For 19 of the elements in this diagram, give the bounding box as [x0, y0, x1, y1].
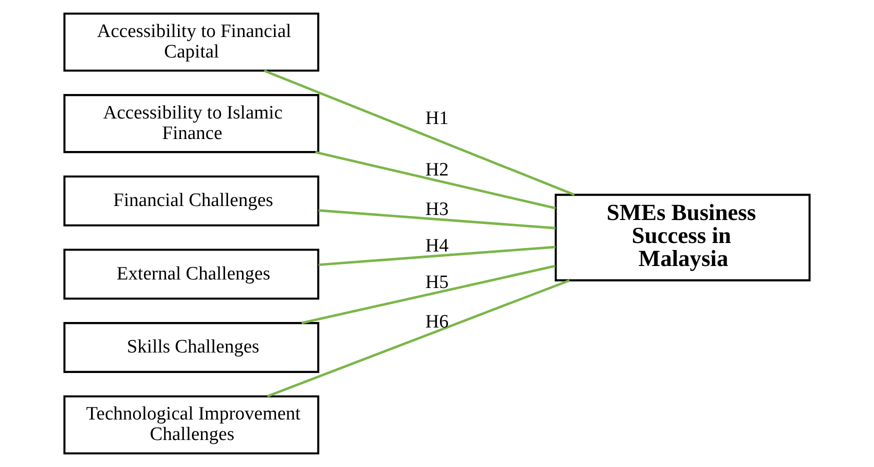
node-box: Technological Improvement Challenges	[63, 395, 320, 454]
node-box: Accessibility to Financial Capital	[63, 12, 320, 72]
connector	[318, 209, 556, 230]
node-box: External Challenges	[63, 248, 320, 300]
edge-label: H3	[425, 198, 449, 220]
connector	[267, 279, 570, 398]
connector	[301, 264, 556, 324]
edge-label: H2	[425, 159, 449, 180]
node-box: SMEs Business Success in Malaysia	[554, 194, 811, 282]
connector	[318, 246, 556, 266]
edge-label: H5	[425, 272, 449, 294]
edge-label: H4	[425, 235, 449, 256]
edge-label: H1	[425, 108, 449, 129]
node-box: Financial Challenges	[63, 175, 320, 226]
connector	[264, 70, 575, 196]
edge-label: H6	[425, 311, 449, 332]
connector	[315, 151, 556, 210]
node-box: Skills Challenges	[63, 322, 320, 373]
node-box: Accessibility to Islamic Finance	[63, 94, 320, 154]
